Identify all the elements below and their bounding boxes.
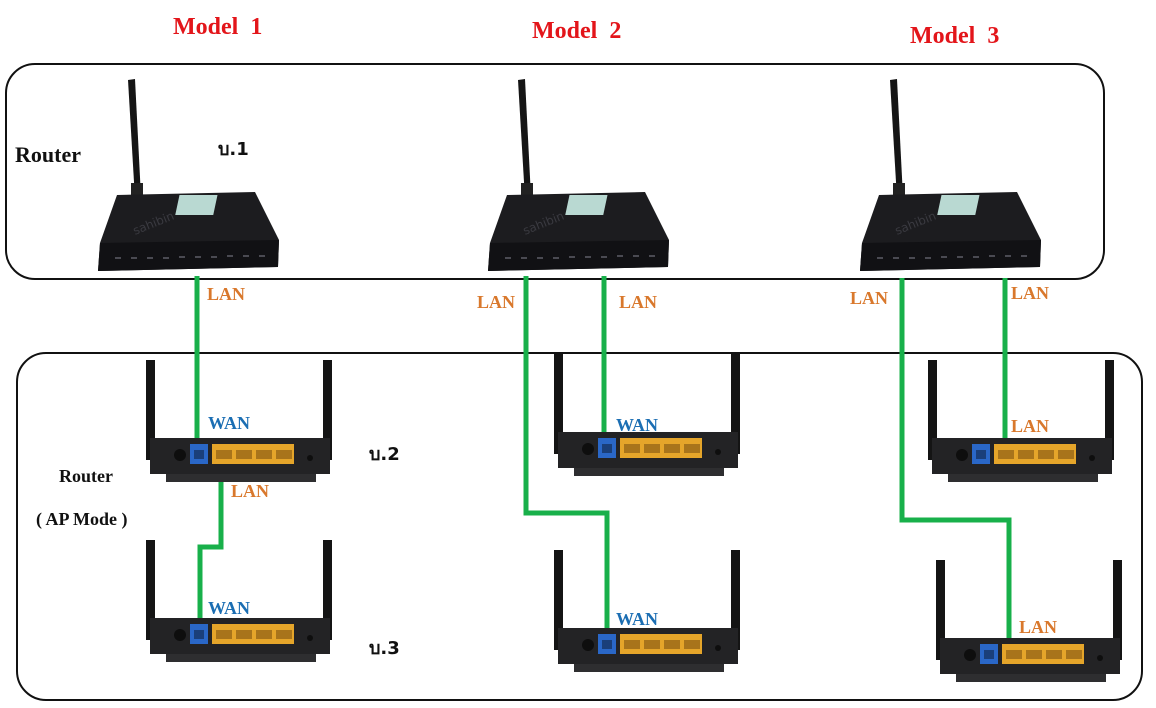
cable-model1-b2-to-b3 (197, 455, 224, 637)
model1-b2-lan-label: LAN (231, 481, 270, 501)
model-3-title: Model 3 (910, 23, 1000, 49)
main-router-group-box (5, 63, 1105, 280)
model-1-title: Model 1 (173, 14, 263, 40)
model1-b3-wan-label: WAN (208, 598, 251, 618)
model3-b3-lan-label: LAN (1019, 617, 1058, 637)
model2-main-lan-left-label: LAN (477, 292, 516, 312)
model1-b2-wan-label: WAN (208, 413, 251, 433)
model2-main-lan-right-label: LAN (619, 292, 658, 312)
main-router-label: Router (15, 142, 81, 167)
model3-main-lan-right-label: LAN (1011, 283, 1050, 303)
main-router-model3 (857, 75, 1057, 275)
cable-model2-main-to-b3 (523, 276, 610, 640)
main-router-model2 (485, 75, 685, 275)
ap-router-group-box (16, 352, 1143, 701)
main-router-model1 (95, 75, 295, 275)
model3-b2-lan-label: LAN (1011, 416, 1050, 436)
model2-b2-wan-label: WAN (616, 415, 659, 435)
model3-main-lan-left-label: LAN (850, 288, 889, 308)
ap-router-label: Router (59, 466, 113, 486)
floor-2-label: บ.2 (369, 444, 400, 465)
floor-1-label: บ.1 (218, 139, 249, 160)
ap-mode-label: ( AP Mode ) (36, 509, 128, 529)
model1-main-lan-label: LAN (207, 284, 246, 304)
model2-b3-wan-label: WAN (616, 609, 659, 629)
cable-model3-main-to-b3 (899, 278, 1012, 654)
floor-3-label: บ.3 (369, 638, 400, 659)
model-2-title: Model 2 (532, 18, 622, 44)
